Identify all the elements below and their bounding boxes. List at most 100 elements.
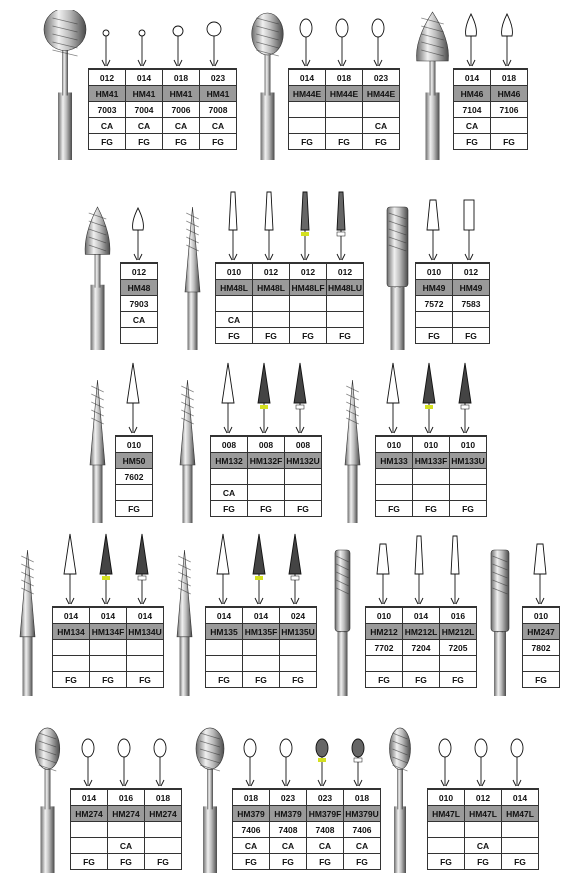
table-row-code: HM48 [120,279,158,296]
cell-size: 014 [501,788,539,806]
cell-ref [247,468,285,485]
bur-tip-icon [216,533,230,605]
cell-fg: FG [210,500,248,517]
table-row-size: 012 [120,262,158,280]
bur-tip-icon [132,206,144,261]
cell-ref [52,639,90,656]
cell-ref [70,821,108,838]
cell-fg: FG [375,500,413,517]
bur-tip-icon [376,543,390,605]
bur-tip-icon [426,199,440,261]
cell-code: HM212L [402,623,440,640]
cell-fg: FG [452,327,490,344]
bur-head-icon [416,11,449,62]
cell-code: HM48L [252,279,290,296]
cell-ca [115,484,153,501]
cell-code: HM132F [247,452,285,469]
bur-tip-icon [137,29,147,67]
table-row-ca [115,484,153,501]
cell-code: HM47L [501,805,539,822]
bur-tip-icon [228,191,238,261]
cell-ref: 7006 [162,101,200,118]
bur-photo [172,548,197,696]
table-row-ref [375,468,487,485]
cell-ca: CA [362,117,400,134]
bur-head-icon [19,549,36,638]
cell-ca [427,837,465,854]
tip-diagrams [375,362,483,435]
cell-fg: FG [252,327,290,344]
bur-tip-icon [99,533,113,605]
bur-photo [380,205,415,350]
table-row-ca [365,655,477,672]
bur-photo [385,725,415,873]
cell-size: 018 [490,68,528,86]
cell-ref [284,468,322,485]
bur-tip-icon [458,362,472,434]
cell-code: HM132 [210,452,248,469]
cell-size: 012 [452,262,490,280]
cell-ref [326,295,364,312]
bur-tip-icon [257,362,271,434]
table-row-code: HM247 [522,623,560,640]
cell-ref [107,821,145,838]
table-row-ca: CA [215,311,364,328]
cell-fg: FG [70,853,108,870]
table-row-ca: CA [210,484,322,501]
cell-ca: CA [120,311,158,328]
cell-code: HM41 [125,85,163,102]
bur-photo [410,10,455,160]
bur-tip-icon [335,18,349,67]
table-row-ca [205,655,317,672]
cell-ref: 7903 [120,295,158,312]
cell-ca [439,655,477,672]
tip-diagrams [453,10,525,68]
cell-ca: CA [343,837,381,854]
bur-head-icon [344,379,361,466]
cell-ref [205,639,243,656]
cell-code: HM44E [362,85,400,102]
bur-head-icon [184,206,201,293]
cell-fg: FG [306,853,344,870]
table-row-ref: 7802 [522,639,560,656]
cell-ref [449,468,487,485]
cell-fg [120,327,158,344]
bur-tip-icon [371,18,385,67]
bur-tip-icon [153,738,167,787]
cell-size: 012 [464,788,502,806]
bur-photo [80,205,115,350]
cell-code: HM48L [215,279,253,296]
cell-ref [375,468,413,485]
cell-fg: FG [490,133,528,150]
cell-size: 010 [522,606,560,624]
cell-code: HM48LF [289,279,327,296]
table-row-ca: CA [120,311,158,328]
table-row-code: HM50 [115,452,153,469]
cell-ref [144,821,182,838]
bur-tip-icon [101,29,111,67]
cell-ca [365,655,403,672]
cell-code: HM274 [107,805,145,822]
cell-ref [210,468,248,485]
cell-ca [52,655,90,672]
cell-fg: FG [412,500,450,517]
cell-ca: CA [215,311,253,328]
cell-ca [289,311,327,328]
cell-ca: CA [162,117,200,134]
cell-size: 008 [210,435,248,453]
